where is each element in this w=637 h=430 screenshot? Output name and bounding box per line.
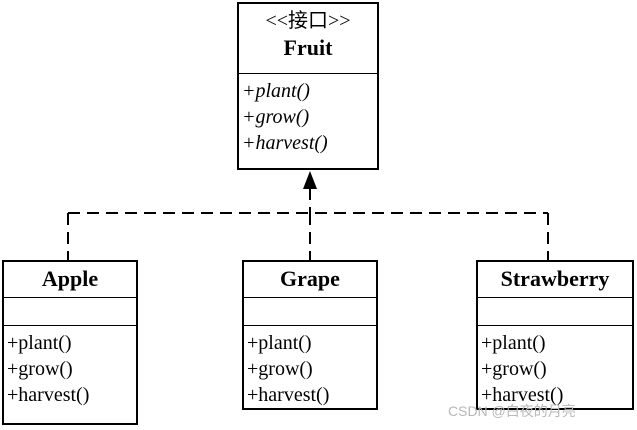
class-method: +harvest() bbox=[7, 384, 90, 406]
class-attributes bbox=[478, 298, 632, 326]
class-attributes bbox=[244, 298, 376, 326]
interface-header: <<接口>> Fruit bbox=[239, 4, 377, 74]
interface-method: +harvest() bbox=[242, 132, 328, 154]
interface-operations: +plant() +grow() +harvest() bbox=[239, 74, 377, 156]
class-name: Strawberry bbox=[500, 266, 610, 291]
class-operations: +plant() +grow() +harvest() bbox=[4, 326, 136, 408]
class-method: +grow() bbox=[481, 358, 547, 380]
class-method: +grow() bbox=[7, 358, 73, 380]
watermark: CSDN @白夜的月亮 bbox=[448, 403, 576, 419]
class-name-section: Strawberry bbox=[478, 262, 632, 298]
class-attributes bbox=[4, 298, 136, 326]
realization-arrowhead bbox=[303, 171, 317, 189]
class-method: +grow() bbox=[247, 358, 313, 380]
class-operations: +plant() +grow() +harvest() bbox=[478, 326, 632, 408]
class-method: +harvest() bbox=[481, 384, 564, 406]
class-method: +plant() bbox=[7, 332, 72, 354]
class-apple: Apple +plant() +grow() +harvest() bbox=[2, 260, 138, 425]
class-name: Grape bbox=[280, 266, 340, 291]
interface-method: +grow() bbox=[242, 106, 310, 128]
class-method: +harvest() bbox=[247, 384, 330, 406]
class-grape: Grape +plant() +grow() +harvest() bbox=[242, 260, 378, 410]
interface-stereotype: <<接口>> bbox=[265, 10, 351, 32]
class-method: +plant() bbox=[481, 332, 546, 354]
class-strawberry: Strawberry +plant() +grow() +harvest() bbox=[476, 260, 634, 410]
class-method: +plant() bbox=[247, 332, 312, 354]
interface-method: +plant() bbox=[242, 80, 310, 102]
class-name-section: Grape bbox=[244, 262, 376, 298]
class-name: Apple bbox=[41, 266, 99, 291]
class-name-section: Apple bbox=[4, 262, 136, 298]
interface-name: Fruit bbox=[283, 35, 333, 60]
class-operations: +plant() +grow() +harvest() bbox=[244, 326, 376, 408]
interface-fruit: <<接口>> Fruit +plant() +grow() +harvest() bbox=[237, 2, 379, 170]
